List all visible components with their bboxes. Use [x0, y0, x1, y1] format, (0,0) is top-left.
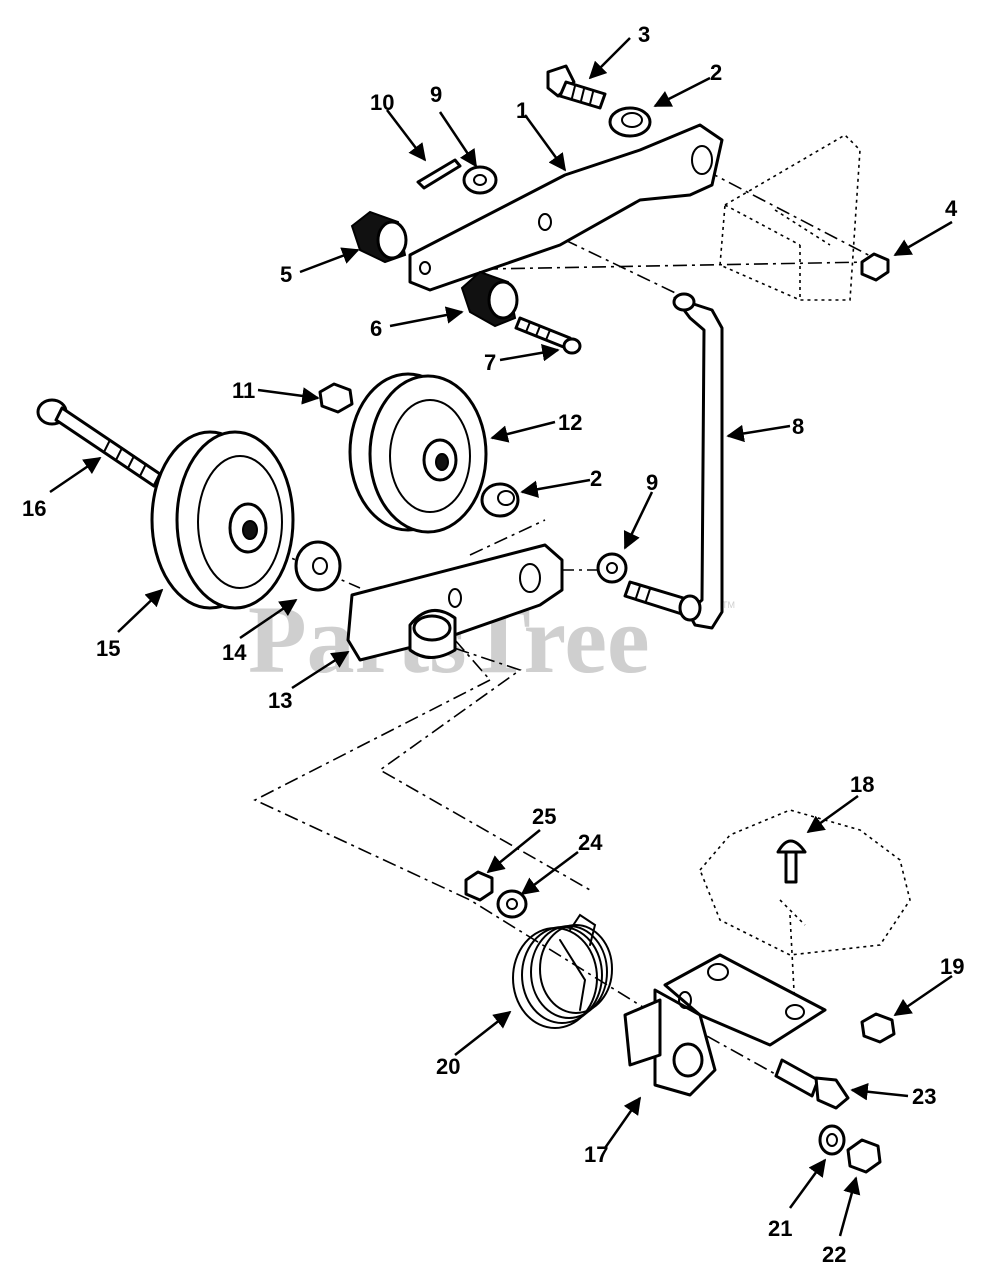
frame-plate-lower [699, 809, 911, 956]
callout-17: 17 [584, 1142, 608, 1167]
callout-2-mid: 2 [590, 466, 602, 491]
long-bolt [36, 398, 162, 488]
nut-4 [860, 252, 890, 282]
watermark-tm: TM [722, 600, 735, 610]
idler-pulley [348, 372, 488, 534]
callout-9-top: 9 [430, 82, 442, 107]
torsion-spring [512, 913, 613, 1029]
callout-20: 20 [436, 1054, 460, 1079]
callout-19: 19 [940, 954, 964, 979]
callout-labels: 3 2 1 9 10 4 5 6 7 8 11 12 2 9 16 15 14 … [22, 22, 964, 1267]
callout-23: 23 [912, 1084, 936, 1109]
callout-3: 3 [638, 22, 650, 47]
nut-25 [464, 870, 494, 902]
callout-1: 1 [516, 98, 528, 123]
bolt-23 [774, 1058, 850, 1110]
callout-22: 22 [822, 1242, 846, 1267]
nut-19 [860, 1012, 896, 1044]
spacer-top [608, 106, 652, 138]
callout-24: 24 [578, 830, 603, 855]
pivot-bracket [346, 543, 564, 662]
nut-22 [846, 1138, 882, 1174]
drive-pulley [150, 430, 295, 610]
washer-top [462, 165, 498, 195]
callout-14: 14 [222, 640, 247, 665]
screw-7 [514, 316, 582, 355]
callout-13: 13 [268, 688, 292, 713]
callout-6: 6 [370, 316, 382, 341]
spring-bracket [623, 953, 827, 1097]
frame-plate-upper [719, 133, 861, 301]
bolt-top [546, 64, 607, 110]
callout-18: 18 [850, 772, 874, 797]
carriage-bolt [776, 839, 807, 884]
callout-9-mid: 9 [646, 470, 658, 495]
callout-16: 16 [22, 496, 46, 521]
callout-8: 8 [792, 414, 804, 439]
bushing-5 [350, 210, 408, 264]
callout-12: 12 [558, 410, 582, 435]
lock-washer-21 [818, 1124, 846, 1156]
cotter-pin [416, 158, 462, 190]
idler-arm [408, 123, 724, 292]
callout-4: 4 [945, 196, 958, 221]
washer-14 [294, 540, 342, 592]
callout-2-top: 2 [710, 60, 722, 85]
link-rod [672, 292, 724, 630]
spacer-mid [480, 482, 520, 518]
callout-25: 25 [532, 804, 556, 829]
callout-7: 7 [484, 350, 496, 375]
shoulder-bolt [623, 580, 702, 622]
leader-arrows [49, 37, 953, 1237]
callout-10: 10 [370, 90, 394, 115]
callout-5: 5 [280, 262, 292, 287]
callout-11: 11 [232, 378, 255, 403]
bushing-6 [460, 270, 519, 328]
callout-21: 21 [768, 1216, 792, 1241]
nut-11 [318, 382, 354, 414]
washer-mid [596, 552, 628, 584]
washer-24 [496, 889, 528, 919]
callout-15: 15 [96, 636, 120, 661]
